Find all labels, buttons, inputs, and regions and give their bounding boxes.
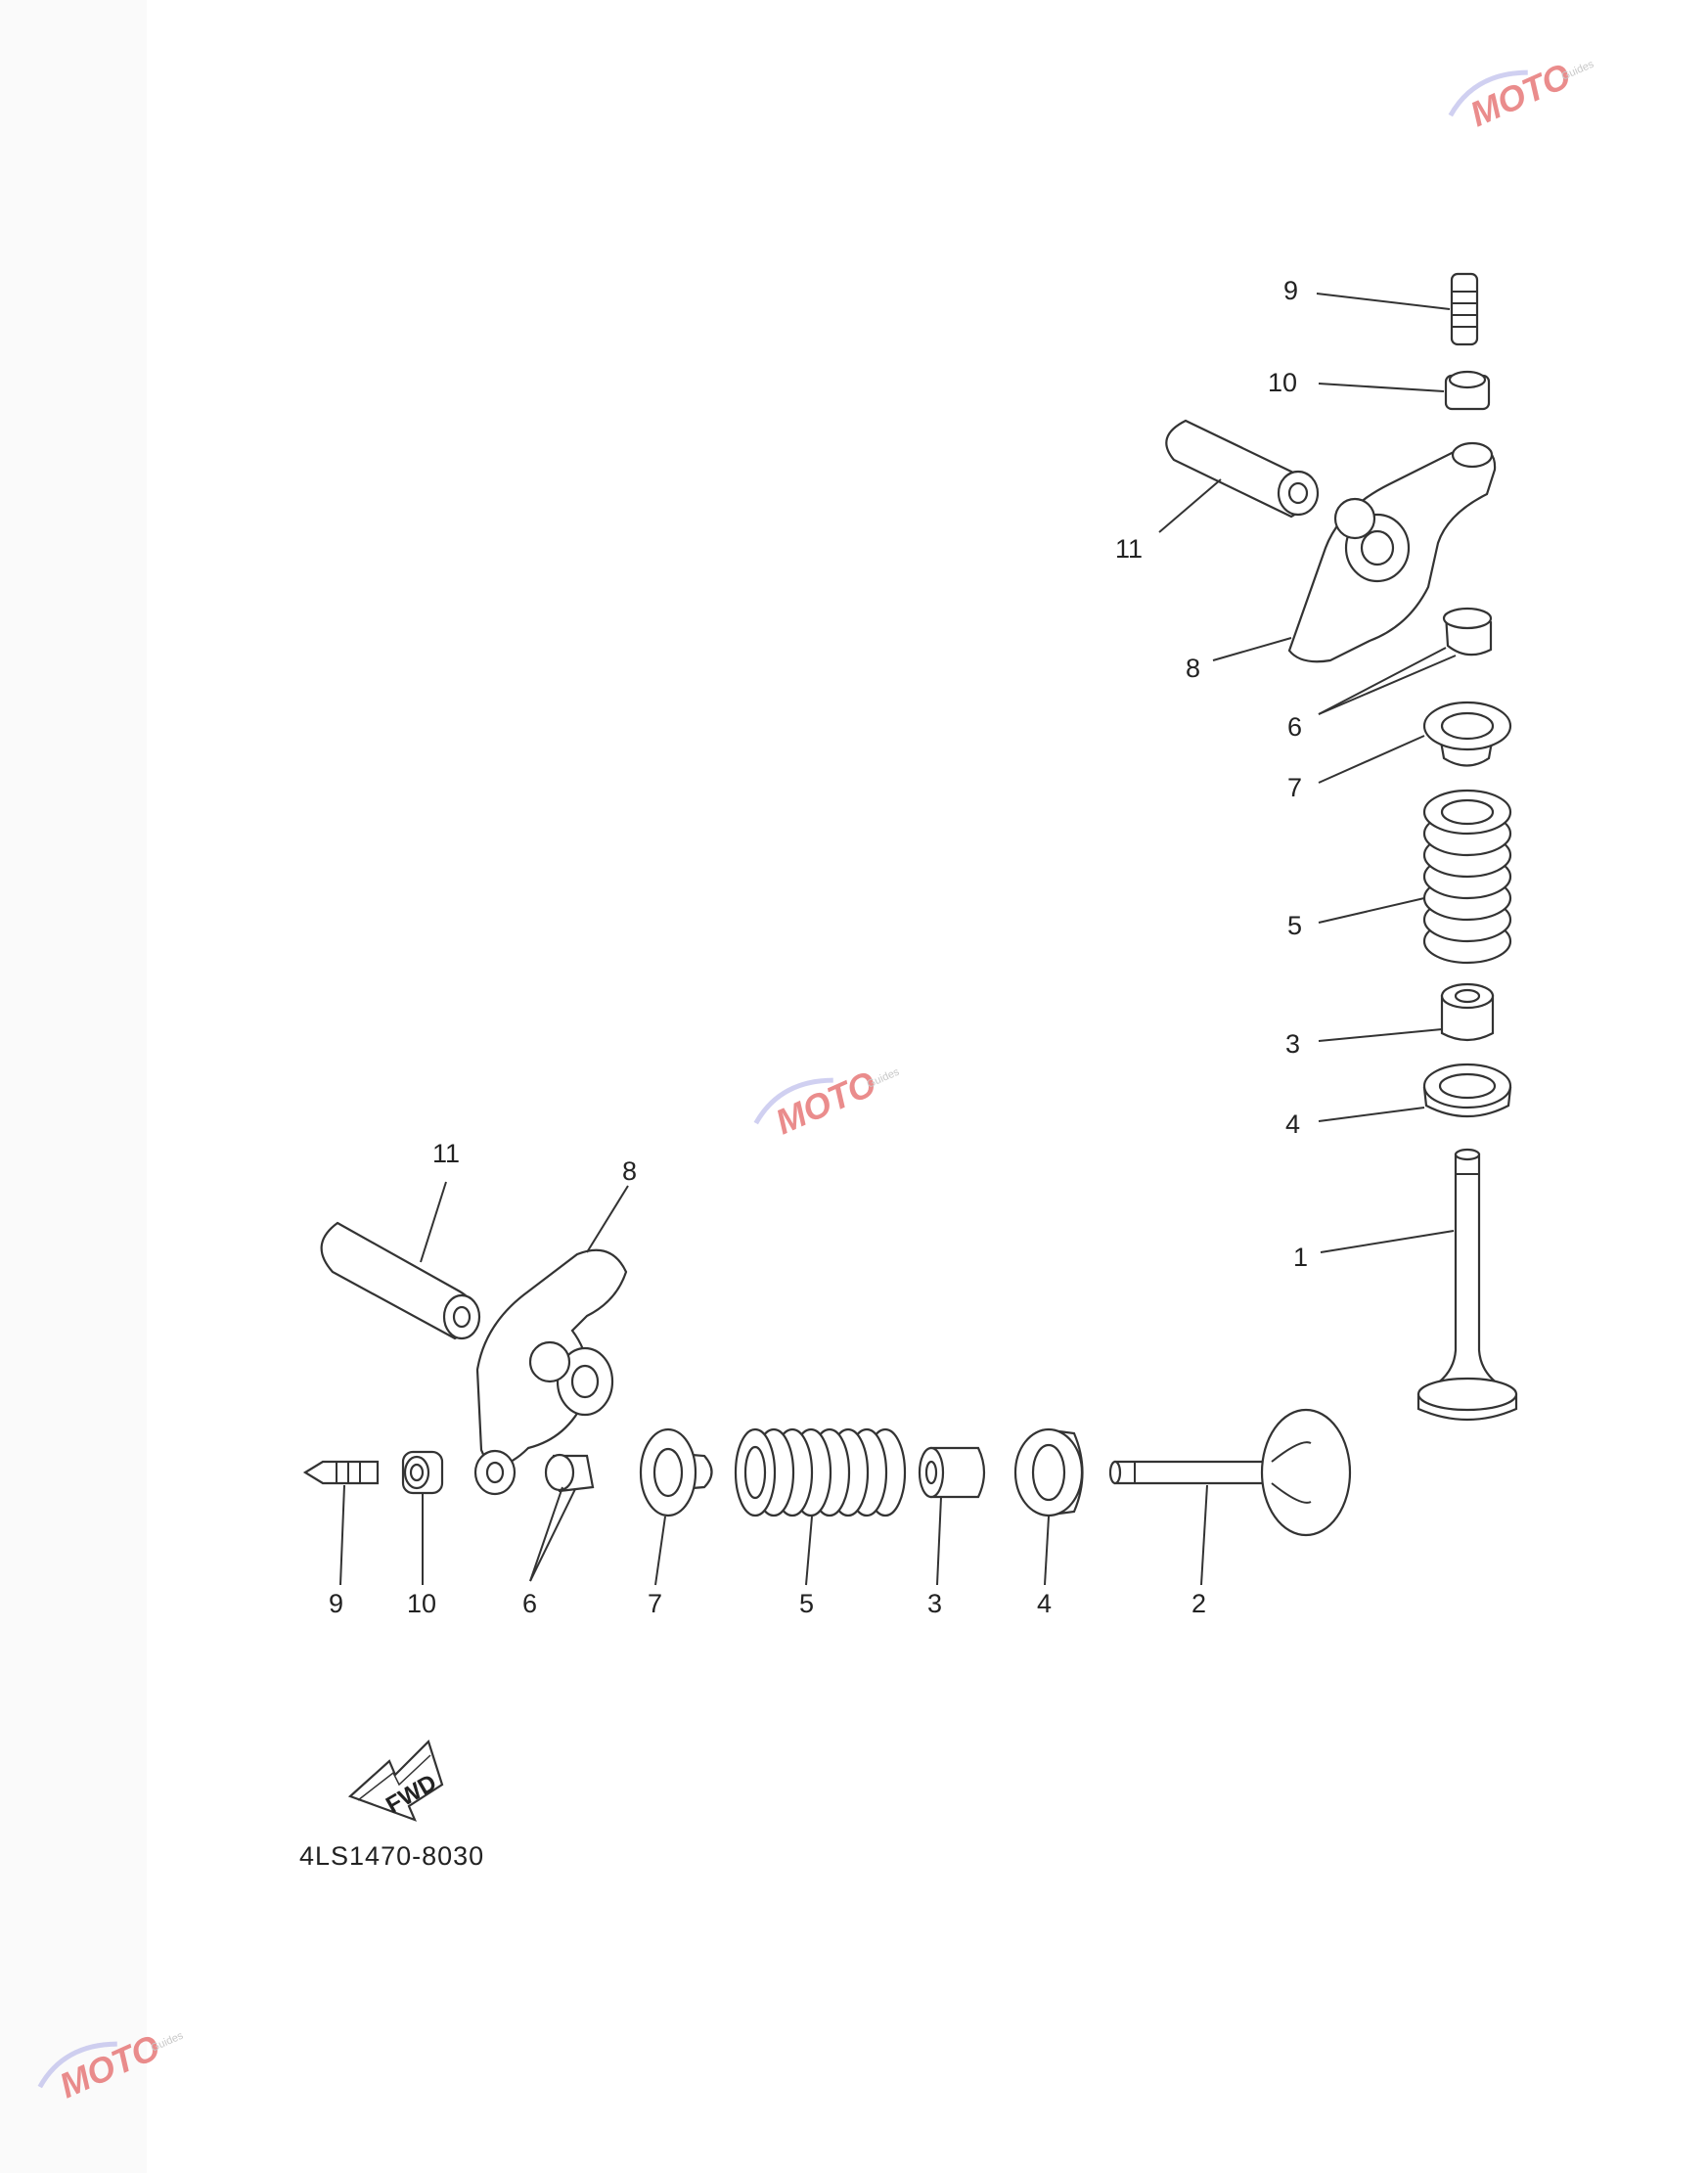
callout-5-bottom: 5 <box>799 1589 814 1618</box>
right-intake-valve <box>1416 1148 1518 1422</box>
callout-4-bottom: 4 <box>1037 1589 1052 1618</box>
right-locknut <box>1444 370 1491 411</box>
bottom-spring-retainer <box>639 1427 713 1517</box>
bottom-callouts: 11 8 9 10 6 7 5 3 4 2 <box>329 1139 1206 1618</box>
bottom-exhaust-valve <box>1108 1408 1352 1537</box>
bottom-stem-seal <box>918 1446 986 1499</box>
bottom-rocker-shaft <box>320 1221 481 1340</box>
callout-3-bottom: 3 <box>927 1589 942 1618</box>
right-rocker-arm <box>1287 441 1497 663</box>
svg-text:Guides: Guides <box>865 1065 901 1090</box>
callout-6-bottom: 6 <box>522 1589 537 1618</box>
callout-3: 3 <box>1285 1029 1300 1059</box>
callout-7: 7 <box>1287 773 1302 802</box>
bottom-rocker-arm <box>473 1248 628 1496</box>
callout-10-bottom: 10 <box>407 1589 436 1618</box>
callout-11-bottom: 11 <box>432 1139 460 1168</box>
bottom-valve-cotters <box>544 1453 595 1493</box>
right-rocker-shaft <box>1165 419 1320 519</box>
watermark-center: MOTO Guides <box>753 1063 902 1142</box>
callout-6: 6 <box>1287 712 1302 742</box>
bottom-adjusting-screw <box>302 1460 380 1485</box>
right-stem-seal <box>1440 982 1495 1042</box>
callout-1: 1 <box>1293 1243 1308 1272</box>
callout-4: 4 <box>1285 1109 1300 1139</box>
right-valve-spring <box>1422 789 1512 965</box>
right-spring-seat <box>1422 1063 1512 1118</box>
bottom-valve-spring <box>734 1427 907 1517</box>
callout-8: 8 <box>1186 654 1200 683</box>
diagram-code: 4LS1470-8030 <box>299 1841 484 1871</box>
callout-5: 5 <box>1287 911 1302 940</box>
watermark-bottom-left: MOTO Guides <box>37 2026 186 2105</box>
bottom-spring-seat <box>1013 1427 1084 1517</box>
callout-10: 10 <box>1268 368 1297 397</box>
bottom-leader-lines <box>339 1181 1208 1586</box>
right-valve-cotters <box>1442 607 1493 656</box>
fwd-arrow-icon: FWD <box>347 1739 444 1822</box>
svg-text:Guides: Guides <box>1559 58 1596 82</box>
right-callouts: 9 10 11 8 6 7 5 3 4 1 <box>1115 276 1308 1272</box>
svg-text:MOTO: MOTO <box>770 1063 882 1142</box>
callout-9: 9 <box>1283 276 1298 305</box>
watermark-top-right: MOTO Guides <box>1448 55 1596 134</box>
right-spring-retainer <box>1422 701 1512 767</box>
svg-text:MOTO: MOTO <box>54 2026 166 2105</box>
right-adjusting-screw <box>1450 272 1479 346</box>
callout-2-bottom: 2 <box>1191 1589 1206 1618</box>
callout-7-bottom: 7 <box>648 1589 662 1618</box>
callout-9-bottom: 9 <box>329 1589 343 1618</box>
svg-text:MOTO: MOTO <box>1464 55 1577 134</box>
callout-8-bottom: 8 <box>622 1156 637 1186</box>
callout-11: 11 <box>1115 534 1143 564</box>
svg-text:Guides: Guides <box>149 2029 185 2054</box>
right-leader-lines <box>1158 293 1457 1253</box>
bottom-locknut <box>401 1450 444 1495</box>
